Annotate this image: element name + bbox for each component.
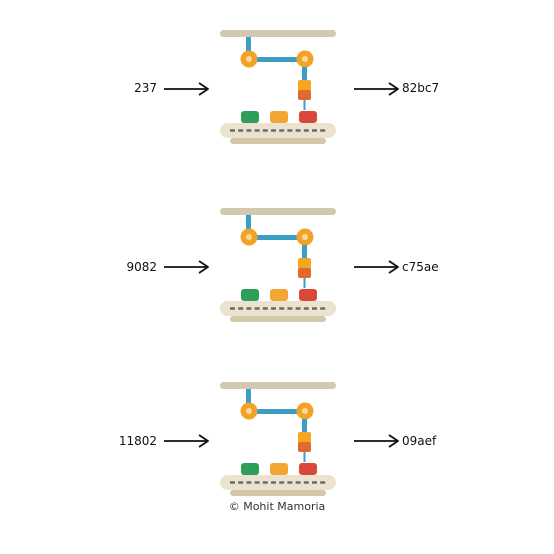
output-arrow-icon bbox=[354, 434, 399, 448]
robot-arm-machine-icon bbox=[220, 382, 336, 496]
output-hash: 09aef bbox=[402, 434, 437, 448]
output-arrow-icon bbox=[354, 260, 399, 274]
conversion-row-2: 9082 c75ae bbox=[0, 200, 554, 330]
robot-arm-machine-icon bbox=[220, 208, 336, 322]
output-hash: c75ae bbox=[402, 260, 439, 274]
input-number: 9082 bbox=[126, 260, 157, 274]
input-arrow-icon bbox=[164, 434, 209, 448]
robot-arm-machine-icon bbox=[220, 30, 336, 144]
conversion-row-1: 237 82bc7 bbox=[0, 25, 554, 155]
input-number: 237 bbox=[134, 81, 157, 95]
author-credit: © Mohit Mamoria bbox=[228, 500, 326, 513]
input-arrow-icon bbox=[164, 260, 209, 274]
output-hash: 82bc7 bbox=[402, 81, 440, 95]
output-arrow-icon bbox=[354, 82, 399, 96]
input-arrow-icon bbox=[164, 82, 209, 96]
conversion-row-3: 11802 09aef bbox=[0, 375, 554, 505]
input-number: 11802 bbox=[118, 434, 157, 448]
